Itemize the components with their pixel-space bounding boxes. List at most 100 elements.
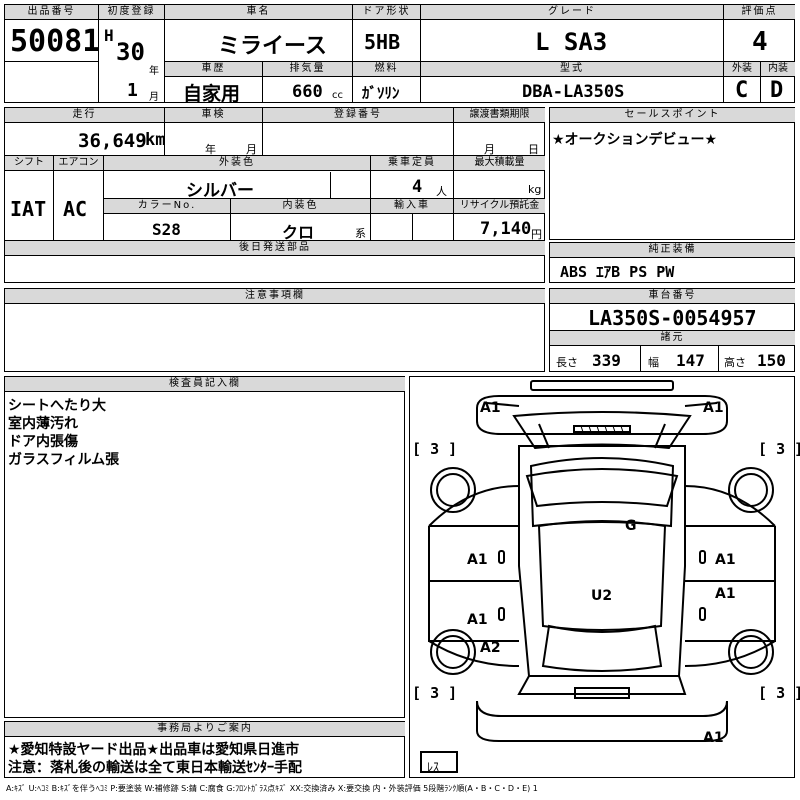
mark-floor: U2 — [591, 588, 613, 604]
registration-number-label: 登録番号 — [263, 108, 453, 123]
width-value: 147 — [676, 351, 705, 370]
load-unit: kg — [528, 183, 542, 196]
fuel-label: 燃料 — [353, 62, 420, 77]
office-notice-label: 事務局よりご案内 — [5, 722, 405, 737]
inspector-box — [4, 376, 405, 718]
transfer-day-unit: 日 — [528, 143, 539, 156]
header-section — [4, 4, 795, 103]
exterior-grade: C — [735, 78, 749, 103]
interior-color: クロ — [282, 223, 315, 242]
car-name-label: 車名 — [165, 5, 352, 20]
length-value: 339 — [592, 351, 621, 370]
mark-left-rear: A2 — [480, 640, 501, 656]
mileage-unit: km — [145, 130, 166, 150]
capacity-unit: 人 — [436, 185, 447, 198]
model-label: 型式 — [421, 62, 723, 77]
history-label: 車歴 — [165, 62, 262, 77]
inspector-note-1: シートへたり大 — [8, 398, 106, 414]
inspection-label: 車検 — [165, 108, 262, 123]
office-notice-line-2: 注意：落札後の輸送は全て東日本輸送ｾﾝﾀｰ手配 — [8, 760, 302, 776]
tire-rear-right: [ 3 ] — [758, 684, 800, 702]
mark-roof: G — [625, 518, 637, 534]
fuel: ｶﾞｿﾘﾝ — [362, 84, 400, 102]
lot-number-label: 出品番号 — [5, 5, 98, 20]
tire-front-left-value: 3 — [430, 440, 440, 458]
color-number: S28 — [152, 220, 181, 239]
mark-front-left: A1 — [480, 400, 501, 416]
mileage: 36,649 — [78, 130, 147, 152]
first-registration-label: 初度登録 — [99, 5, 164, 20]
door-type-label: ドア形状 — [353, 5, 420, 20]
displacement: 660 — [292, 82, 323, 102]
score-label: 評価点 — [724, 5, 795, 20]
mark-left-rear-door: A1 — [467, 612, 488, 628]
height-value: 150 — [757, 351, 786, 370]
inspector-note-2: 室内薄汚れ — [8, 416, 78, 432]
recycle-unit: 円 — [531, 228, 542, 241]
inspector-label: 検査員記入欄 — [5, 377, 405, 392]
inspection-year-unit: 年 — [205, 143, 216, 156]
sales-point-box — [549, 107, 795, 240]
office-notice-line-1: ★愛知特設ヤード出品★出品車は愛知県日進市 — [8, 742, 300, 758]
import-car-label: 輸入車 — [371, 199, 453, 214]
capacity: 4 — [412, 177, 423, 197]
sales-point-label: セールスポイント — [550, 108, 795, 123]
mark-front-right: A1 — [703, 400, 724, 416]
ac-label: エアコン — [54, 156, 103, 171]
registration-year: 30 — [116, 38, 145, 66]
height-label: 高さ — [724, 356, 746, 369]
transfer-month-unit: 月 — [484, 143, 495, 156]
damage-diagram-box — [409, 376, 795, 778]
grade: L SA3 — [535, 28, 608, 56]
displacement-label: 排気量 — [263, 62, 352, 77]
lot-number: 50081 — [10, 24, 101, 59]
recycle-deposit-label: リサイクル預託金 — [454, 199, 545, 214]
mileage-label: 走行 — [5, 108, 164, 123]
later-parts-label: 後日発送部品 — [5, 241, 545, 256]
car-diagram — [420, 380, 776, 773]
car-name: ミライース — [218, 34, 327, 59]
interior-label: 内装 — [761, 62, 795, 77]
transfer-deadline-label: 譲渡書類期限 — [454, 108, 545, 123]
sales-point-text: ★オークションデビュー★ — [552, 132, 718, 148]
exterior-color: シルバー — [186, 181, 254, 201]
history: 自家用 — [183, 83, 241, 105]
shift: IAT — [10, 197, 47, 221]
era-letter: H — [104, 26, 114, 45]
year-unit: 年 — [149, 66, 159, 77]
inspector-note-3: ドア内張傷 — [8, 434, 78, 450]
score: 4 — [752, 27, 768, 57]
specs-label: 諸元 — [550, 331, 795, 346]
shift-label: シフト — [5, 156, 53, 171]
registration-month: 1 — [127, 80, 138, 101]
mark-left-front-door: A1 — [467, 552, 488, 568]
interior-grade: D — [770, 78, 784, 103]
length-label: 長さ — [556, 356, 578, 369]
tire-front-right: [ 3 ] — [758, 440, 800, 458]
tire-rear-left: [ 3 ] — [412, 684, 458, 702]
air-conditioner: AC — [63, 197, 88, 221]
max-load-label: 最大積載量 — [454, 156, 545, 171]
equipment-label: 純正装備 — [550, 243, 795, 258]
interior-color-label: 内装色 — [231, 199, 370, 214]
exterior-label: 外装 — [724, 62, 760, 77]
spare-tire-label: ﾚｽ — [427, 760, 440, 774]
tire-rear-left-value: 3 — [430, 684, 440, 702]
mark-rear-bumper: A1 — [703, 730, 724, 746]
equipment-text: ABS ｴｱB PS PW — [560, 263, 675, 281]
month-unit: 月 — [149, 92, 159, 103]
model: DBA-LA350S — [522, 82, 625, 102]
width-label: 幅 — [648, 356, 659, 369]
color-number-label: カラーNo. — [104, 199, 230, 214]
mark-right-rear-door: A1 — [715, 586, 736, 602]
chassis-number: LA350S-0054957 — [588, 306, 757, 330]
legend-text: A:ｷｽﾞ U:ﾍｺﾐ B:ｷｽﾞを伴うﾍｺﾐ P:要塗装 W:補修跡 S:錆 … — [6, 784, 538, 793]
door-type: 5HB — [364, 30, 401, 54]
mark-right-front-door: A1 — [715, 552, 736, 568]
tire-front-right-value: 3 — [776, 440, 786, 458]
inspection-month-unit: 月 — [246, 143, 257, 156]
chassis-label: 車台番号 — [550, 289, 795, 304]
recycle-deposit: 7,140 — [480, 219, 532, 239]
inspector-note-4: ガラスフィルム張 — [8, 452, 120, 468]
notes-label: 注意事項欄 — [5, 289, 545, 304]
